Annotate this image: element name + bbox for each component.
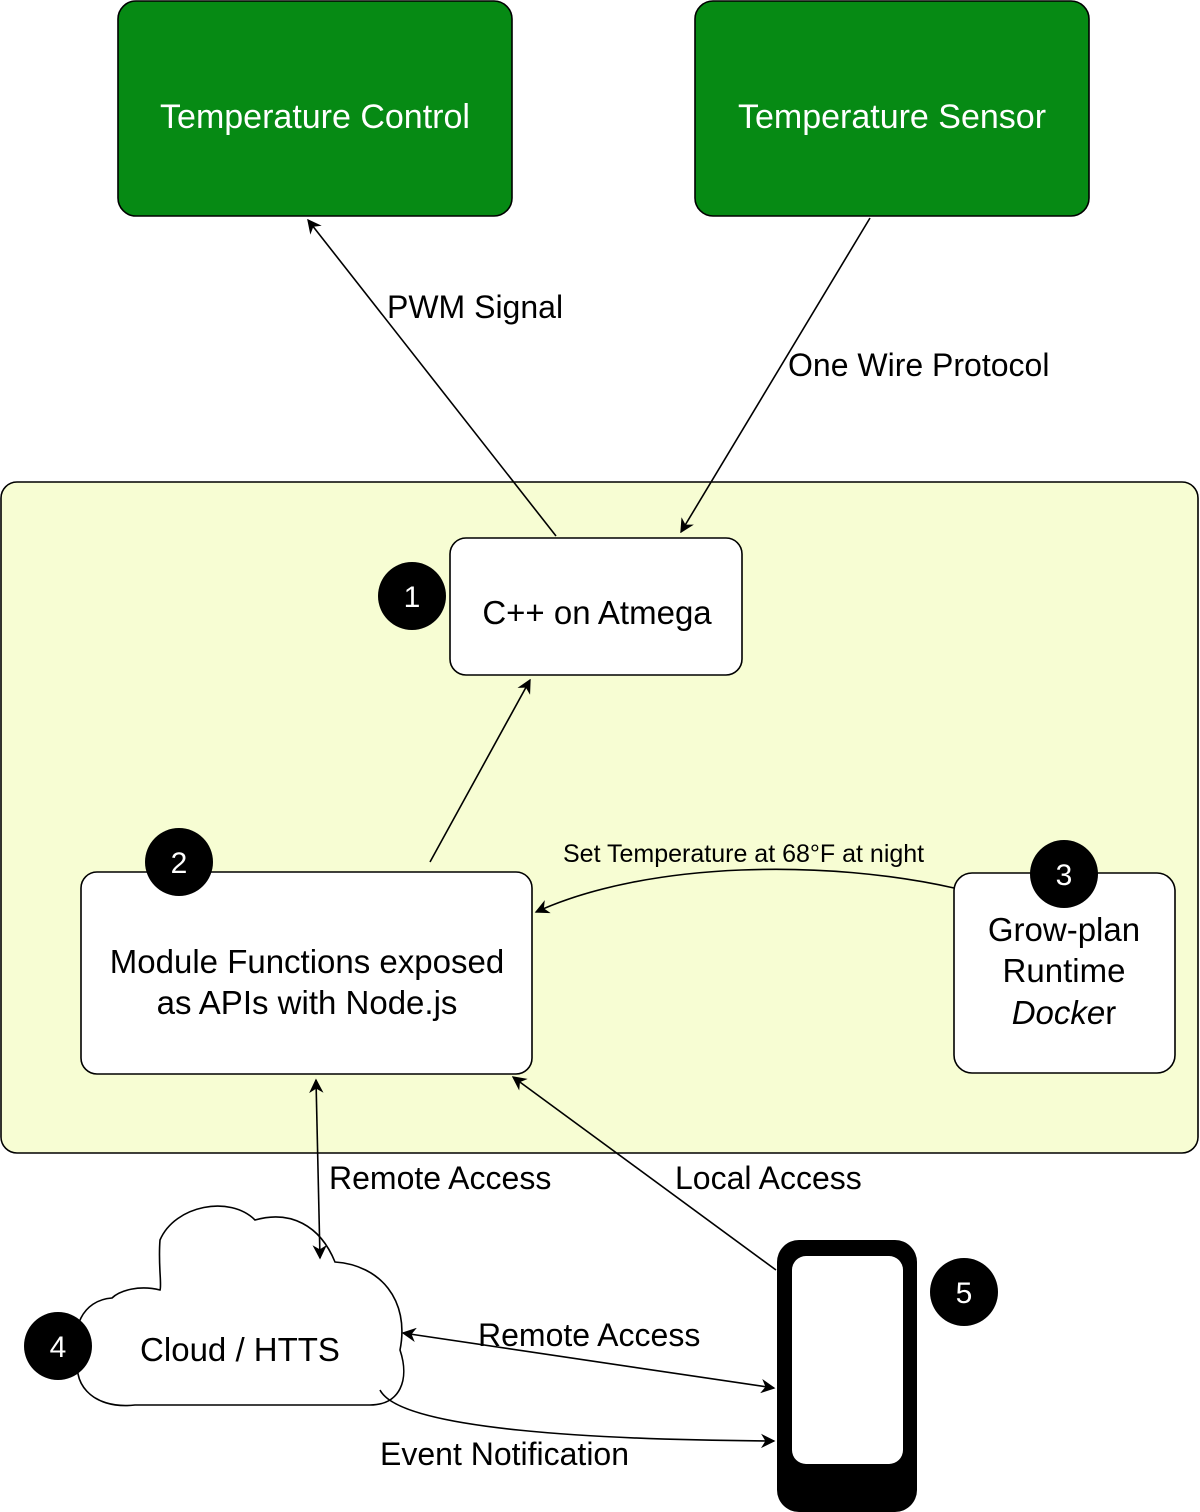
event-notification-arrow [379,1389,776,1449]
remote-access-phone-label: Remote Access [478,1317,700,1353]
badge-4-number: 4 [50,1331,67,1364]
temperature-sensor-label: Temperature Sensor [738,98,1046,136]
one-wire-label: One Wire Protocol [788,347,1049,383]
badge-4: 4 [24,1312,92,1380]
badge-5: 5 [930,1258,998,1326]
grow-plan-docker-italic: Docke [1012,994,1106,1031]
cpp-atmega-label: C++ on Atmega [482,594,712,631]
set-temperature-arrow [534,868,955,914]
badge-3: 3 [1030,840,1098,908]
badge-5-number: 5 [956,1277,973,1310]
badge-1: 1 [378,562,446,630]
pwm-signal-label: PWM Signal [387,289,563,325]
local-access-arrow [511,1076,777,1271]
local-access-label: Local Access [675,1160,862,1196]
cloud-label: Cloud / HTTS [140,1331,340,1368]
remote-access-vertical-arrow [309,1078,327,1260]
set-temperature-label: Set Temperature at 68°F at night [563,840,924,868]
cloud-node: Cloud / HTTS [75,1205,405,1407]
temperature-sensor-node: Temperature Sensor [694,0,1090,217]
cpp-atmega-node: C++ on Atmega [449,537,743,676]
badge-3-number: 3 [1056,859,1073,892]
module-functions-label-line2: as APIs with Node.js [157,984,458,1021]
temperature-control-node: Temperature Control [117,0,513,217]
grow-plan-label-line3: Docker [1012,994,1117,1031]
module-functions-node: Module Functions exposed as APIs with No… [80,871,533,1075]
remote-access-vertical-label: Remote Access [329,1160,551,1196]
grow-plan-node: Grow-plan Runtime Docker [953,872,1176,1074]
module-to-atmega-arrow [429,678,531,863]
module-functions-label-line1: Module Functions exposed [110,943,504,980]
pwm-signal-arrow [307,218,557,537]
badge-2-number: 2 [171,847,188,880]
temperature-control-label: Temperature Control [160,98,470,136]
grow-plan-docker-rest: r [1105,994,1116,1031]
cloud-shape [75,1205,405,1407]
badge-1-number: 1 [404,581,421,614]
event-notification-label: Event Notification [380,1436,629,1472]
badge-2: 2 [145,828,213,896]
grow-plan-label-line1: Grow-plan [988,911,1140,948]
grow-plan-label-line2: Runtime [1003,952,1126,989]
one-wire-arrow [680,217,871,534]
phone-screen [792,1256,903,1464]
phone-device [777,1240,917,1512]
remote-access-phone-arrow [401,1327,776,1394]
